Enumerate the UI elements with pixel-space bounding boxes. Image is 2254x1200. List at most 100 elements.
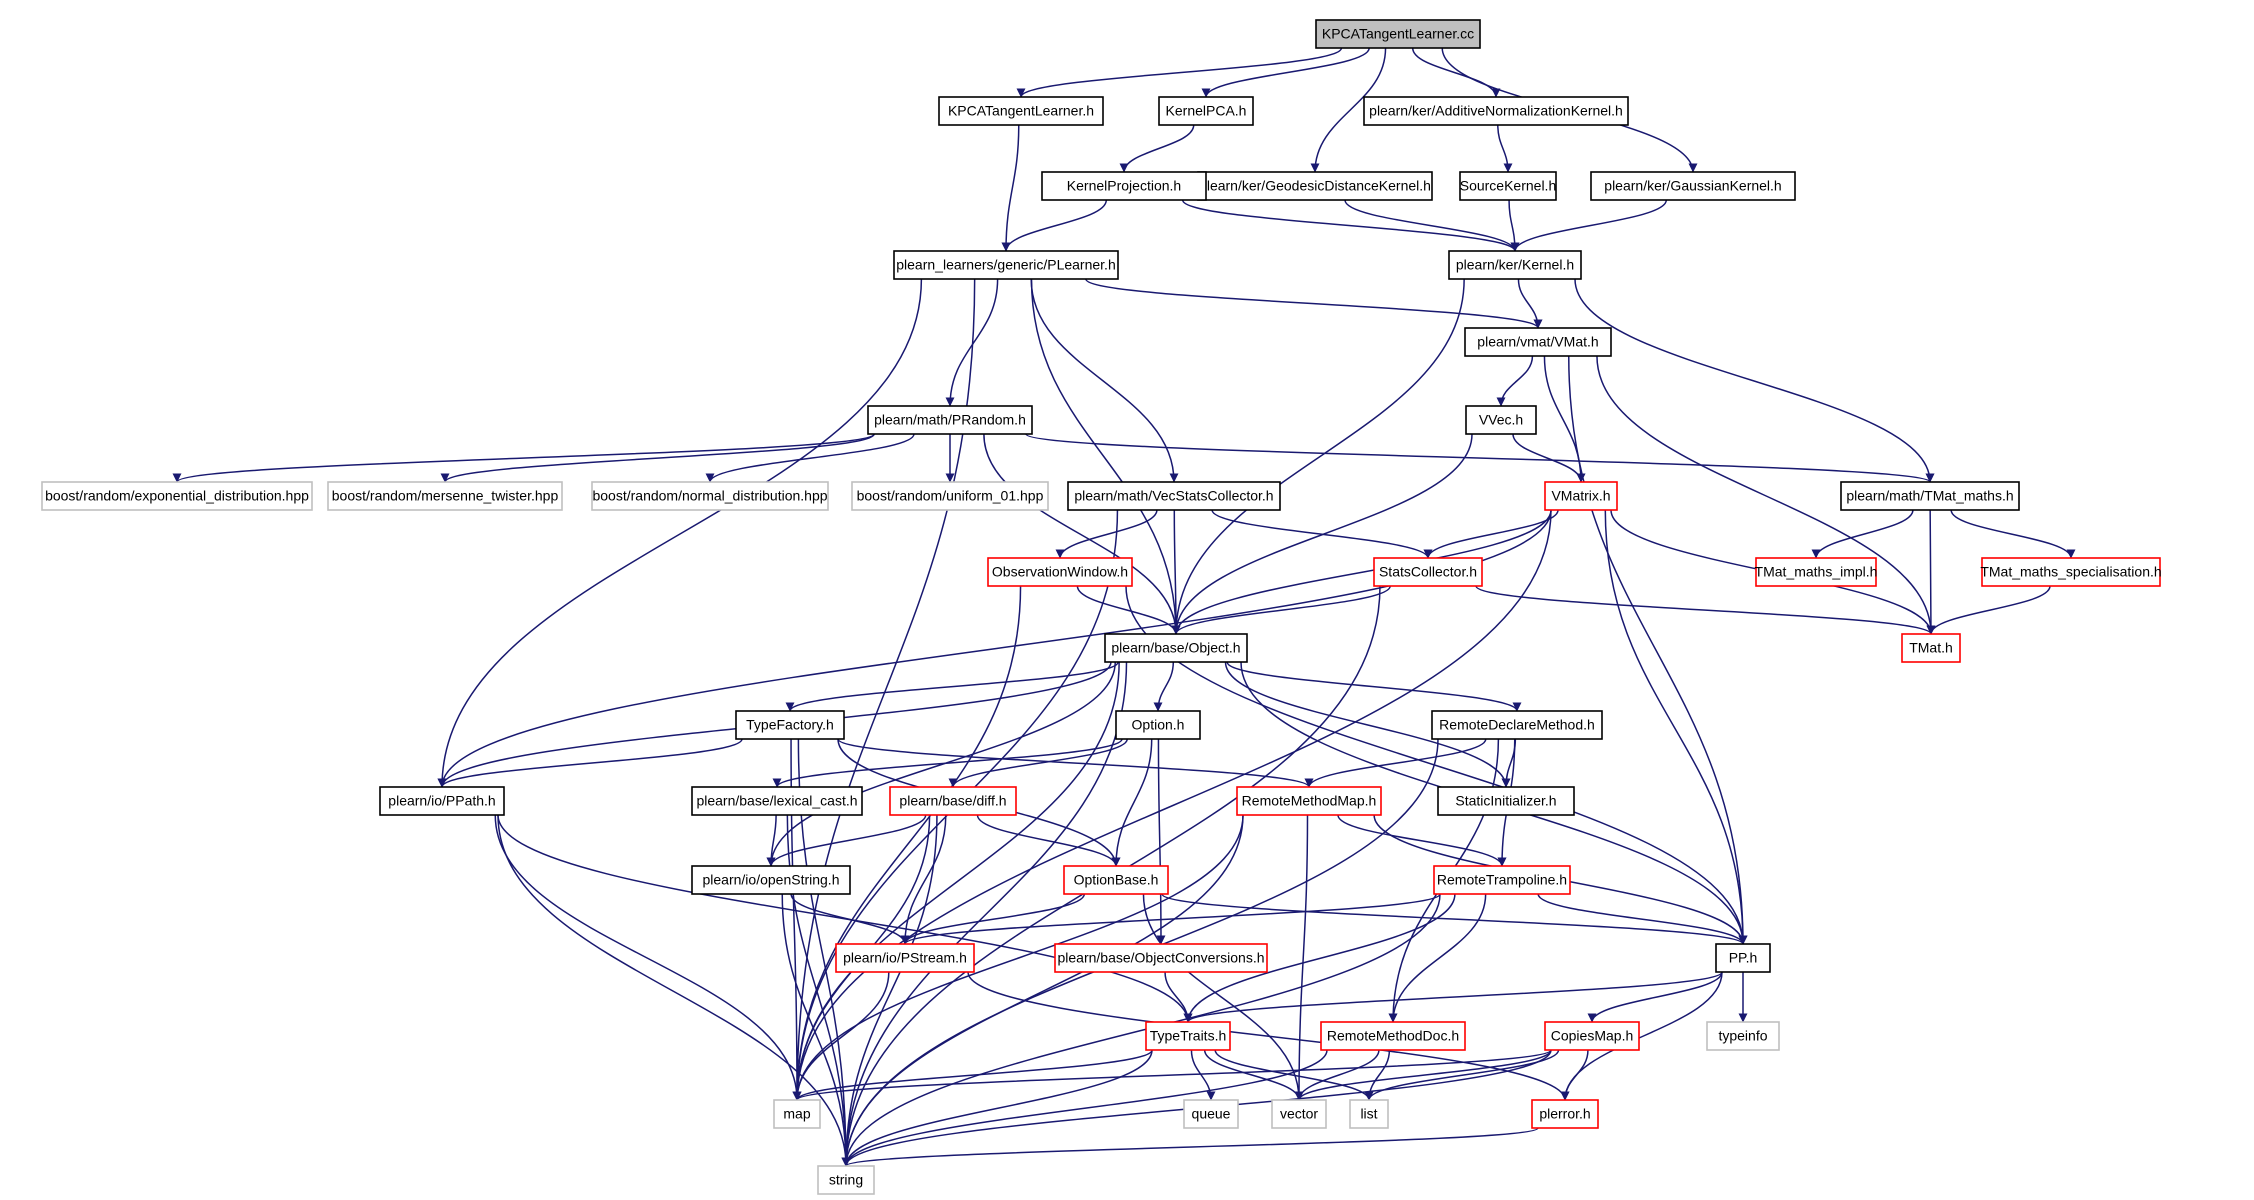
node-tmatspec-box: [1981, 557, 2161, 587]
edge-vmat-to-vvec: [1496, 355, 1534, 407]
edge-openstring-to-string: [781, 893, 851, 1167]
node-tmatimpl[interactable]: TMat_maths_impl.h: [1755, 557, 1878, 587]
node-queue-label: queue: [1192, 1106, 1231, 1122]
node-mersenne[interactable]: boost/random/mersenne_twister.hpp: [327, 481, 563, 511]
node-option[interactable]: Option.h: [1115, 710, 1201, 740]
node-queue[interactable]: queue: [1183, 1099, 1239, 1129]
edge-pstream-to-plerror: [967, 971, 1570, 1101]
node-source-box: [1459, 171, 1557, 201]
edge-plearner-to-vecstats: [1030, 278, 1179, 483]
node-tmat[interactable]: TMat.h: [1901, 633, 1961, 663]
node-string[interactable]: string: [817, 1165, 875, 1195]
node-remotetramp[interactable]: RemoteTrampoline.h: [1433, 865, 1571, 895]
node-expdist-label: boost/random/exponential_distribution.hp…: [45, 488, 309, 504]
node-vmat-label: plearn/vmat/VMat.h: [1477, 334, 1598, 350]
edge-object-to-remotedecl: [1226, 661, 1522, 712]
node-expdist[interactable]: boost/random/exponential_distribution.hp…: [41, 481, 313, 511]
node-copiesmap-box: [1544, 1021, 1640, 1051]
node-remotedoc[interactable]: RemoteMethodDoc.h: [1320, 1021, 1466, 1051]
edge-pp-to-copiesmap: [1587, 971, 1723, 1023]
node-plerror[interactable]: plerror.h: [1531, 1099, 1599, 1129]
node-vmat[interactable]: plearn/vmat/VMat.h: [1464, 327, 1612, 357]
node-pp[interactable]: PP.h: [1715, 943, 1771, 973]
node-geodesic[interactable]: plearn/ker/GeodesicDistanceKernel.h: [1197, 171, 1433, 201]
node-vmatrix-box: [1544, 481, 1618, 511]
node-optionbase[interactable]: OptionBase.h: [1063, 865, 1169, 895]
node-vvec-box: [1465, 405, 1537, 435]
node-expdist-box: [41, 481, 313, 511]
node-normdist[interactable]: boost/random/normal_distribution.hpp: [591, 481, 829, 511]
node-map[interactable]: map: [773, 1099, 821, 1129]
node-remotemap-label: RemoteMethodMap.h: [1242, 793, 1377, 809]
node-gauss[interactable]: plearn/ker/GaussianKernel.h: [1590, 171, 1796, 201]
node-typetraits[interactable]: TypeTraits.h: [1145, 1021, 1231, 1051]
node-pstream-label: plearn/io/PStream.h: [843, 950, 967, 966]
node-object[interactable]: plearn/base/Object.h: [1104, 633, 1248, 663]
node-openstring[interactable]: plearn/io/openString.h: [691, 865, 851, 895]
node-kpcah[interactable]: KPCATangentLearner.h: [938, 96, 1104, 126]
edge-remotetramp-to-string: [841, 893, 1441, 1167]
node-addnorm-box: [1363, 96, 1629, 126]
node-root[interactable]: KPCATangentLearner.cc: [1315, 19, 1481, 49]
node-uniform[interactable]: boost/random/uniform_01.hpp: [851, 481, 1049, 511]
node-copiesmap[interactable]: CopiesMap.h: [1544, 1021, 1640, 1051]
node-typefactory[interactable]: TypeFactory.h: [735, 710, 845, 740]
node-addnorm[interactable]: plearn/ker/AdditiveNormalizationKernel.h: [1363, 96, 1629, 126]
edge-kpcah-to-plearner: [1001, 124, 1020, 252]
edge-source-to-kernel: [1508, 199, 1520, 252]
node-plearner-box: [893, 250, 1119, 280]
node-diff[interactable]: plearn/base/diff.h: [889, 786, 1017, 816]
node-tmatmaths-box: [1840, 481, 2020, 511]
node-ppath[interactable]: plearn/io/PPath.h: [379, 786, 505, 816]
node-tmatspec-label: TMat_maths_specialisation.h: [1980, 564, 2161, 580]
node-normdist-label: boost/random/normal_distribution.hpp: [592, 488, 827, 504]
node-vecstats-label: plearn/math/VecStatsCollector.h: [1074, 488, 1273, 504]
node-tmatspec[interactable]: TMat_maths_specialisation.h: [1980, 557, 2162, 587]
edge-prandom-to-normdist: [705, 433, 915, 483]
node-pp-label: PP.h: [1729, 950, 1758, 966]
node-kproj[interactable]: KernelProjection.h: [1041, 171, 1207, 201]
edge-vmat-to-pp: [1568, 355, 1748, 945]
node-remotetramp-label: RemoteTrampoline.h: [1437, 872, 1567, 888]
edge-pstream-to-map: [792, 971, 890, 1101]
edge-vmatrix-to-ppath: [437, 509, 1552, 788]
edge-kernel-to-vmat: [1517, 278, 1543, 329]
node-lexcast[interactable]: plearn/base/lexical_cast.h: [691, 786, 863, 816]
node-pstream[interactable]: plearn/io/PStream.h: [835, 943, 975, 973]
edge-diff-to-string: [841, 814, 938, 1167]
node-vmatrix[interactable]: VMatrix.h: [1544, 481, 1618, 511]
node-typefactory-label: TypeFactory.h: [746, 717, 834, 733]
node-vecstats[interactable]: plearn/math/VecStatsCollector.h: [1067, 481, 1281, 511]
node-gauss-box: [1590, 171, 1796, 201]
node-prandom[interactable]: plearn/math/PRandom.h: [867, 405, 1033, 435]
node-objconv[interactable]: plearn/base/ObjectConversions.h: [1054, 943, 1268, 973]
node-list[interactable]: list: [1349, 1099, 1389, 1129]
node-statscoll[interactable]: StatsCollector.h: [1373, 557, 1483, 587]
node-source[interactable]: SourceKernel.h: [1459, 171, 1557, 201]
node-tmatmaths[interactable]: plearn/math/TMat_maths.h: [1840, 481, 2020, 511]
node-vector[interactable]: vector: [1271, 1099, 1327, 1129]
node-kernel[interactable]: plearn/ker/Kernel.h: [1448, 250, 1582, 280]
node-kernelpca[interactable]: KernelPCA.h: [1158, 96, 1254, 126]
node-vvec[interactable]: VVec.h: [1465, 405, 1537, 435]
node-remotemap[interactable]: RemoteMethodMap.h: [1236, 786, 1382, 816]
node-typeinfo[interactable]: typeinfo: [1706, 1021, 1780, 1051]
edge-kproj-to-kernel: [1181, 199, 1520, 252]
node-remotedecl[interactable]: RemoteDeclareMethod.h: [1431, 710, 1603, 740]
node-typefactory-box: [735, 710, 845, 740]
edge-object-to-string: [841, 661, 1128, 1167]
node-staticinit-box: [1437, 786, 1575, 816]
edge-ppath-to-string: [497, 814, 851, 1167]
node-staticinit-label: StaticInitializer.h: [1455, 793, 1556, 809]
node-plearner[interactable]: plearn_learners/generic/PLearner.h: [893, 250, 1119, 280]
node-obswin[interactable]: ObservationWindow.h: [987, 557, 1133, 587]
node-objconv-box: [1054, 943, 1268, 973]
node-lexcast-box: [691, 786, 863, 816]
edge-option-to-optionbase: [1111, 738, 1153, 867]
edge-vmatrix-to-object: [1171, 509, 1552, 635]
node-geodesic-box: [1197, 171, 1433, 201]
node-object-box: [1104, 633, 1248, 663]
node-staticinit[interactable]: StaticInitializer.h: [1437, 786, 1575, 816]
node-copiesmap-label: CopiesMap.h: [1551, 1028, 1634, 1044]
